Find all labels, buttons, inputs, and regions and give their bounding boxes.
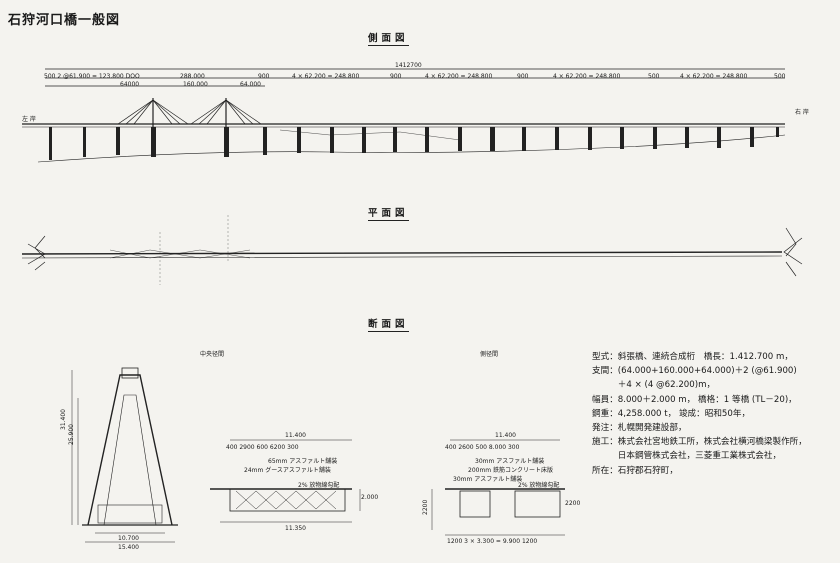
dim-left-spans: 500 2 @61.900 = 123.800 DOO [44,73,140,80]
side-bottom-dims: 1200 3 × 3.300 = 9.900 1200 [447,538,538,545]
pier [362,127,366,153]
dim-d500-end: 500 [774,73,786,80]
dim-64-left: 64000 [120,81,140,88]
pier [490,127,495,151]
center-box-section [210,439,361,523]
center-paving-note: 65mm アスファルト舗装 [268,458,338,465]
dim-d900-c: 900 [517,73,529,80]
center-box [229,488,346,512]
spec-line: 日本鋼管株式会社，三菱重工業株式会社， [592,451,782,462]
dim-64-right: 64.000 [240,81,261,88]
pier [330,127,334,153]
dim-span-1: 4 × 62.200 = 248.800 [292,73,360,80]
drawing-title: 石狩河口橋一般図 [8,13,121,28]
cross-section-heading: 断面図 [368,316,409,332]
plan-view [21,215,803,285]
pier [750,127,754,147]
tower-width-15400: 15.400 [118,544,139,551]
tower-legs [87,374,173,526]
dim-160: 160.000 [183,81,208,88]
center-slope-label: 2% 放物線勾配 [298,482,340,489]
center-span-subtitle: 中央径間 [200,351,225,358]
dim-d500: 500 [648,73,660,80]
plan-abutment-left [27,235,46,271]
pier [685,127,689,148]
pier [717,127,721,148]
center-truss-2 [235,490,337,510]
side-width-top: 11.400 [495,432,516,439]
plan-view-heading: 平面図 [368,205,409,221]
center-girder-height: 2.000 [361,494,379,501]
pier [393,127,397,152]
center-width-top: 11.400 [285,432,306,439]
left-bank-label: 左 岸 [22,116,36,123]
pier [776,127,779,137]
side-slab-note: 200mm 鉄筋コンクリート床版 [468,467,554,474]
center-guss-note: 24mm グースアスファルト舗装 [244,467,331,474]
side-girder-right [514,490,561,518]
dim-d900-a: 900 [258,73,270,80]
spec-line: 鋼重：4,258.000 t， 竣成：昭和50年， [592,408,751,419]
spec-line: 幅員：8.000＋2.000 m， 橋格：1 等橋 (TL－20)， [592,394,797,405]
center-subdims: 400 2900 600 6200 300 [226,444,299,451]
pier [522,127,526,151]
tower-width-10700: 10.700 [118,535,139,542]
piers [49,127,779,160]
pier [620,127,624,149]
pier [116,127,120,155]
pier [224,127,229,157]
pier [263,127,267,155]
water-line [279,129,461,141]
spec-line: 所在：石狩郡石狩町， [592,465,678,476]
tower-height-31400: 31.400 [60,409,67,430]
right-bank-label: 右 岸 [795,109,809,116]
dim-span-2: 4 × 62.200 = 248.800 [425,73,493,80]
spec-line: 型式：斜張橋、連続合成桁 橋長：1.412.700 m， [592,352,793,362]
pier [83,127,86,157]
spec-block: 型式：斜張橋、連続合成桁 橋長：1.412.700 m， 支間：(64.000+… [592,350,807,478]
side-view [22,68,786,163]
tower-deck-box [97,504,163,524]
dim-288: 288.000 [180,73,205,80]
side-slope-label: 2% 放物線勾配 [518,482,560,489]
tower-inner [103,394,157,526]
tower-cap [121,367,139,379]
ground-line [37,134,786,163]
side-girder-left [459,490,491,518]
spec-line: ＋4 × (4 @62.200)m， [592,380,716,391]
side-span-subtitle: 側径間 [480,351,499,358]
plan-cable-crosses-2 [109,249,251,259]
dim-span-3: 4 × 62.200 = 248.800 [553,73,621,80]
side-height-left: 2200 [422,499,429,515]
tower-section [71,367,178,543]
pier [555,127,559,150]
dim-total-length: 1412700 [395,62,422,69]
spec-line: 施工：株式会社宮地鉄工所，株式会社横河橋梁製作所， [592,437,807,448]
side-paving-note: 30mm アスファルト舗装 [475,458,545,465]
pier [297,127,301,153]
spec-line: 支間：(64.000+160.000+64.000)＋2 (@61.900) [592,366,797,377]
center-width-bottom: 11.350 [285,525,306,532]
tower-height-25900: 25.900 [68,424,75,445]
side-height-right: 2200 [565,500,581,507]
side-box-section [431,439,565,536]
pier [49,127,52,160]
spec-line: 発注：札幌開発建設部， [592,423,687,434]
dim-span-4: 4 × 62.200 = 248.800 [680,73,748,80]
plan-deck [21,251,783,255]
side-subdims: 400 2600 500 8.000 300 [445,444,520,451]
side-paving-note-2: 30mm アスファルト舗装 [453,476,523,483]
pier [425,127,429,152]
pier [458,127,462,151]
pier [588,127,592,150]
plan-abutment-right [783,227,803,277]
side-view-heading: 側面図 [368,30,409,46]
pier [151,127,156,157]
pier [653,127,657,149]
plan-deck-edge [21,255,783,259]
dim-d900-b: 900 [390,73,402,80]
